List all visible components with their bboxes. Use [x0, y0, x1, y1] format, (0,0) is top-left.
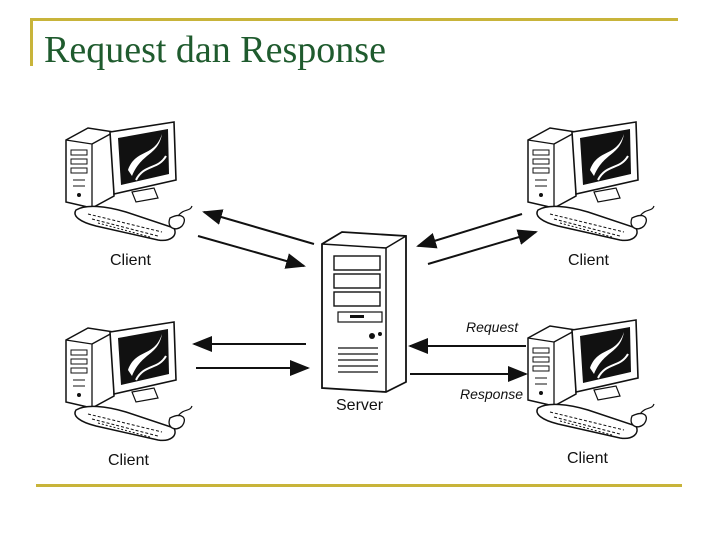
- client-computer-bottom-right: [527, 319, 655, 440]
- top-accent-rule: [32, 18, 678, 21]
- client-label-top-right: Client: [568, 252, 609, 269]
- left-accent-rule: [30, 18, 33, 66]
- response-label: Response: [460, 386, 523, 402]
- bottom-accent-rule: [36, 484, 682, 487]
- arrow-top-left-request: [197, 235, 306, 269]
- arrow-top-left-response: [202, 209, 315, 245]
- client-label-top-left: Client: [110, 252, 151, 269]
- server-tower-icon: [321, 231, 407, 393]
- request-label: Request: [466, 319, 519, 335]
- client-computer-bottom-left: [65, 321, 193, 442]
- server-label: Server: [336, 397, 384, 414]
- slide-title: Request dan Response: [44, 29, 386, 71]
- client-computer-top-left: [65, 121, 193, 242]
- client-label-bottom-right: Client: [567, 450, 608, 467]
- arrow-top-right-request: [416, 213, 523, 249]
- client-computer-top-right: [527, 121, 655, 242]
- client-label-bottom-left: Client: [108, 452, 149, 469]
- arrow-top-right-response: [427, 229, 538, 265]
